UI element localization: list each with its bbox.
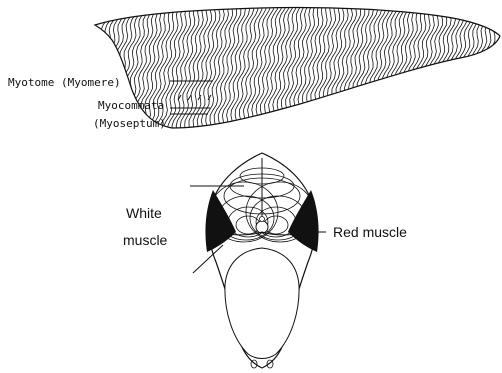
myocommata-label: Myocommata — [98, 99, 164, 112]
myotome-label: Myotome (Myomere) — [8, 76, 121, 89]
white-muscle-label-line1: White — [126, 205, 162, 221]
myomere-line — [82, 4, 109, 131]
body-cavity — [225, 248, 299, 359]
myoseptum-label: (Myoseptum) — [93, 117, 166, 130]
white-muscle-label-line2: muscle — [123, 232, 168, 248]
red-muscle-label: Red muscle — [333, 224, 407, 240]
vertebra — [256, 221, 268, 233]
neural-canal — [260, 217, 265, 222]
myomere-line — [474, 4, 501, 131]
